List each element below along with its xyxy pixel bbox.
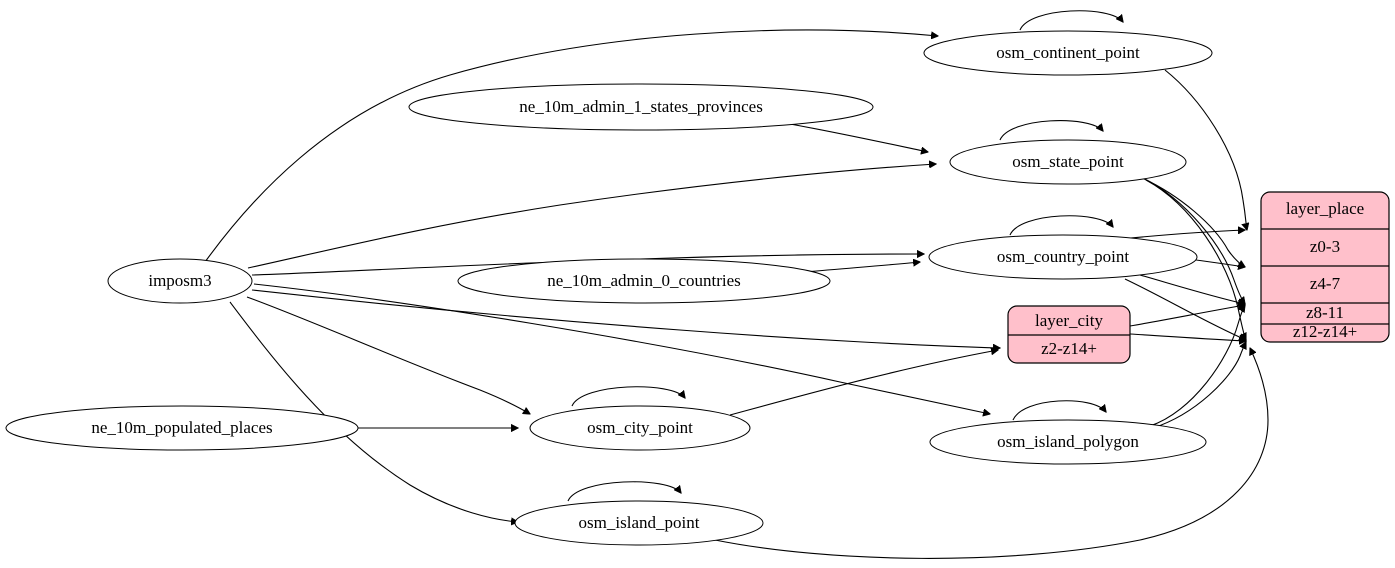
node-osm-city-point-label: osm_city_point xyxy=(587,418,693,437)
edge-osm-island-polygon-z8-11 xyxy=(1149,305,1245,427)
node-imposm3[interactable]: imposm3 xyxy=(107,258,253,304)
node-ne-10m-admin-0-countries[interactable]: ne_10m_admin_0_countries xyxy=(457,258,831,304)
edge-imposm3-layer-city xyxy=(251,289,1000,348)
node-ne-states-label: ne_10m_admin_1_states_provinces xyxy=(519,97,763,116)
edge-imposm3-osm-state-point xyxy=(247,164,936,269)
edge-layer-city-z8-11 xyxy=(1129,305,1245,327)
edge-self-osm-city-point xyxy=(571,386,685,407)
node-osm-island-polygon[interactable]: osm_island_polygon xyxy=(929,419,1207,465)
edge-osm-island-point-z12-z14 xyxy=(714,348,1269,559)
record-layer-city-title: layer_city xyxy=(1035,311,1103,330)
edge-ne-countries-osm-country-point xyxy=(804,262,920,273)
edge-self-osm-country-point xyxy=(1009,215,1113,236)
record-layer-place[interactable]: layer_place z0-3 z4-7 z8-11 z12-z14+ xyxy=(1260,191,1390,343)
edge-imposm3-osm-island-polygon xyxy=(253,283,990,414)
edge-osm-state-point-z12-z14 xyxy=(1145,179,1246,340)
edge-self-osm-island-polygon xyxy=(1012,400,1106,421)
node-osm-island-polygon-label: osm_island_polygon xyxy=(997,432,1139,451)
node-ne-10m-populated-places[interactable]: ne_10m_populated_places xyxy=(5,405,359,451)
node-ne-10m-admin-1-states-provinces[interactable]: ne_10m_admin_1_states_provinces xyxy=(408,83,874,131)
edge-osm-continent-point-z0-3 xyxy=(1164,69,1247,230)
edge-osm-city-point-layer-city xyxy=(729,350,998,416)
edge-self-osm-state-point xyxy=(999,120,1103,141)
node-osm-island-point-label: osm_island_point xyxy=(579,513,700,532)
record-layer-city[interactable]: layer_city z2-z14+ xyxy=(1007,305,1131,364)
record-layer-city-row-z2-z14[interactable]: z2-z14+ xyxy=(1041,339,1097,358)
node-layer: imposm3 ne_10m_admin_1_states_provinces … xyxy=(5,30,1213,546)
edge-ne-states-osm-state-point xyxy=(789,123,928,152)
node-ne-countries-label: ne_10m_admin_0_countries xyxy=(547,271,741,290)
node-osm-continent-point[interactable]: osm_continent_point xyxy=(923,30,1213,76)
edge-imposm3-osm-island-point xyxy=(229,301,518,522)
edge-self-osm-continent-point xyxy=(1019,10,1123,31)
edge-osm-island-polygon-z12-z14 xyxy=(1152,342,1246,429)
node-osm-city-point[interactable]: osm_city_point xyxy=(529,405,751,451)
record-layer-place-row-z8-11[interactable]: z8-11 xyxy=(1306,303,1344,322)
record-layer-place-row-z0-3[interactable]: z0-3 xyxy=(1310,237,1340,256)
edge-osm-state-point-z8-11 xyxy=(1142,177,1245,304)
record-layer-place-row-z12-z14[interactable]: z12-z14+ xyxy=(1293,322,1357,341)
node-osm-country-point[interactable]: osm_country_point xyxy=(928,234,1198,280)
edge-self-osm-island-point xyxy=(567,481,681,502)
node-osm-country-point-label: osm_country_point xyxy=(997,247,1129,266)
edge-layer-city-z12-z14 xyxy=(1129,333,1246,341)
edge-layer xyxy=(204,10,1269,559)
node-osm-state-point[interactable]: osm_state_point xyxy=(949,139,1187,185)
node-osm-state-point-label: osm_state_point xyxy=(1012,152,1124,171)
record-layer: layer_place z0-3 z4-7 z8-11 z12-z14+ lay… xyxy=(1007,191,1390,364)
edge-imposm3-osm-city-point xyxy=(246,296,530,414)
edge-osm-country-point-z12-z14 xyxy=(1124,278,1246,340)
node-osm-continent-point-label: osm_continent_point xyxy=(996,43,1140,62)
record-layer-place-row-z4-7[interactable]: z4-7 xyxy=(1310,274,1341,293)
edge-imposm3-osm-continent-point xyxy=(204,29,938,263)
node-ne-populated-label: ne_10m_populated_places xyxy=(91,418,272,437)
node-imposm3-label: imposm3 xyxy=(148,271,211,290)
node-osm-island-point[interactable]: osm_island_point xyxy=(514,500,764,546)
edge-osm-country-point-z8-11 xyxy=(1139,274,1245,304)
record-layer-place-title: layer_place xyxy=(1286,199,1364,218)
